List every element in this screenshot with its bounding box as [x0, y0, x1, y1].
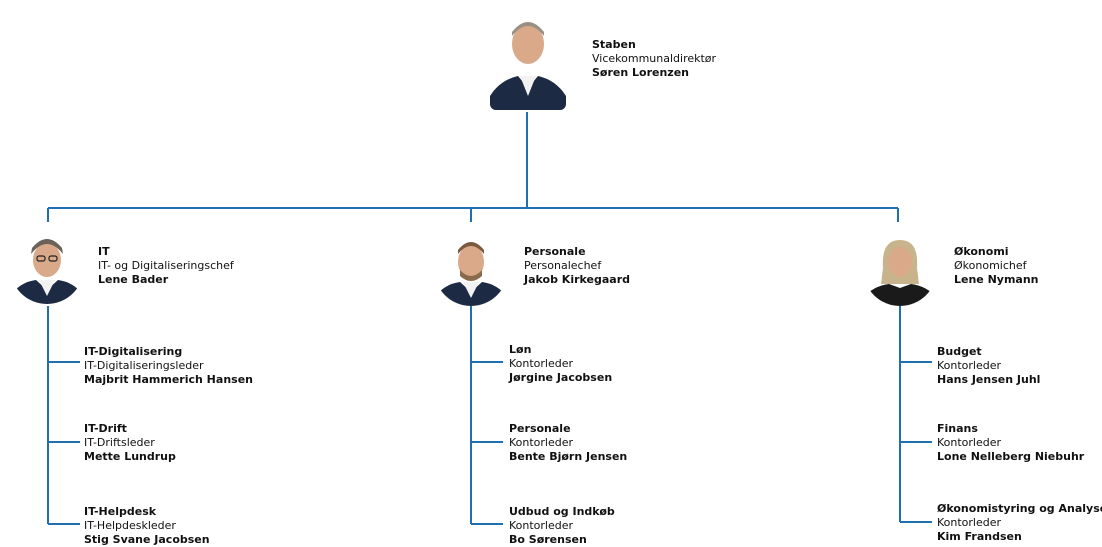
person-name: Mette Lundrup	[84, 450, 176, 463]
okonomi-head-block: Økonomi Økonomichef Lene Nymann	[954, 245, 1039, 287]
person-portrait-icon	[490, 10, 566, 110]
unit-name: IT-Drift	[84, 422, 127, 435]
unit-name: Økonomi	[954, 245, 1009, 258]
job-title: Kontorleder	[509, 436, 574, 449]
it-subunit: IT-Digitalisering IT-Digitaliseringslede…	[84, 345, 253, 387]
it-head-avatar	[10, 230, 84, 304]
person-name: Kim Frandsen	[937, 530, 1022, 543]
job-title: Kontorleder	[937, 359, 1002, 372]
job-title: Personalechef	[524, 259, 602, 272]
person-name: Lone Nelleberg Niebuhr	[937, 450, 1085, 463]
job-title: Kontorleder	[509, 357, 574, 370]
person-portrait-icon	[434, 232, 508, 306]
personale-head-avatar	[434, 232, 508, 306]
okonomi-head-avatar	[863, 232, 937, 306]
unit-name: Personale	[509, 422, 571, 435]
unit-name: Personale	[524, 245, 586, 258]
unit-name: Løn	[509, 343, 532, 356]
person-name: Lene Nymann	[954, 273, 1039, 286]
job-title: Økonomichef	[954, 259, 1027, 272]
person-name: Søren Lorenzen	[592, 66, 690, 79]
job-title: IT-Digitaliseringsleder	[84, 359, 204, 372]
it-head-block: IT IT- og Digitaliseringschef Lene Bader	[98, 245, 234, 287]
job-title: Kontorleder	[937, 436, 1002, 449]
personale-subunit: Udbud og Indkøb Kontorleder Bo Sørensen	[509, 505, 615, 547]
okonomi-subunit: Budget Kontorleder Hans Jensen Juhl	[937, 345, 1040, 387]
unit-name: Økonomistyring og Analyse	[937, 502, 1102, 515]
unit-name: IT	[98, 245, 110, 258]
person-name: Bo Sørensen	[509, 533, 587, 546]
person-name: Bente Bjørn Jensen	[509, 450, 628, 463]
director-block: Staben Vicekommunaldirektør Søren Lorenz…	[592, 38, 716, 80]
person-portrait-icon	[863, 232, 937, 306]
person-name: Hans Jensen Juhl	[937, 373, 1041, 386]
person-portrait-icon	[10, 230, 84, 304]
person-name: Stig Svane Jacobsen	[84, 533, 210, 546]
job-title: Kontorleder	[937, 516, 1002, 529]
okonomi-subunit: Finans Kontorleder Lone Nelleberg Niebuh…	[937, 422, 1084, 464]
person-name: Jakob Kirkegaard	[524, 273, 631, 286]
unit-name: Udbud og Indkøb	[509, 505, 615, 518]
job-title: Kontorleder	[509, 519, 574, 532]
unit-name: IT-Helpdesk	[84, 505, 157, 518]
personale-head-block: Personale Personalechef Jakob Kirkegaard	[524, 245, 630, 287]
it-subunit: IT-Drift IT-Driftsleder Mette Lundrup	[84, 422, 176, 464]
job-title: IT-Helpdeskleder	[84, 519, 176, 532]
unit-name: Finans	[937, 422, 978, 435]
job-title: IT-Driftsleder	[84, 436, 155, 449]
job-title: IT- og Digitaliseringschef	[98, 259, 234, 272]
unit-name: Staben	[592, 38, 636, 51]
unit-name: Budget	[937, 345, 982, 358]
person-name: Lene Bader	[98, 273, 169, 286]
director-avatar	[490, 10, 566, 110]
it-subunit: IT-Helpdesk IT-Helpdeskleder Stig Svane …	[84, 505, 210, 547]
job-title: Vicekommunaldirektør	[592, 52, 717, 65]
okonomi-subunit: Økonomistyring og Analyse Kontorleder Ki…	[937, 502, 1102, 544]
personale-subunit: Personale Kontorleder Bente Bjørn Jensen	[509, 422, 627, 464]
personale-subunit: Løn Kontorleder Jørgine Jacobsen	[509, 343, 612, 385]
person-name: Jørgine Jacobsen	[509, 371, 613, 384]
person-name: Majbrit Hammerich Hansen	[84, 373, 253, 386]
unit-name: IT-Digitalisering	[84, 345, 183, 358]
